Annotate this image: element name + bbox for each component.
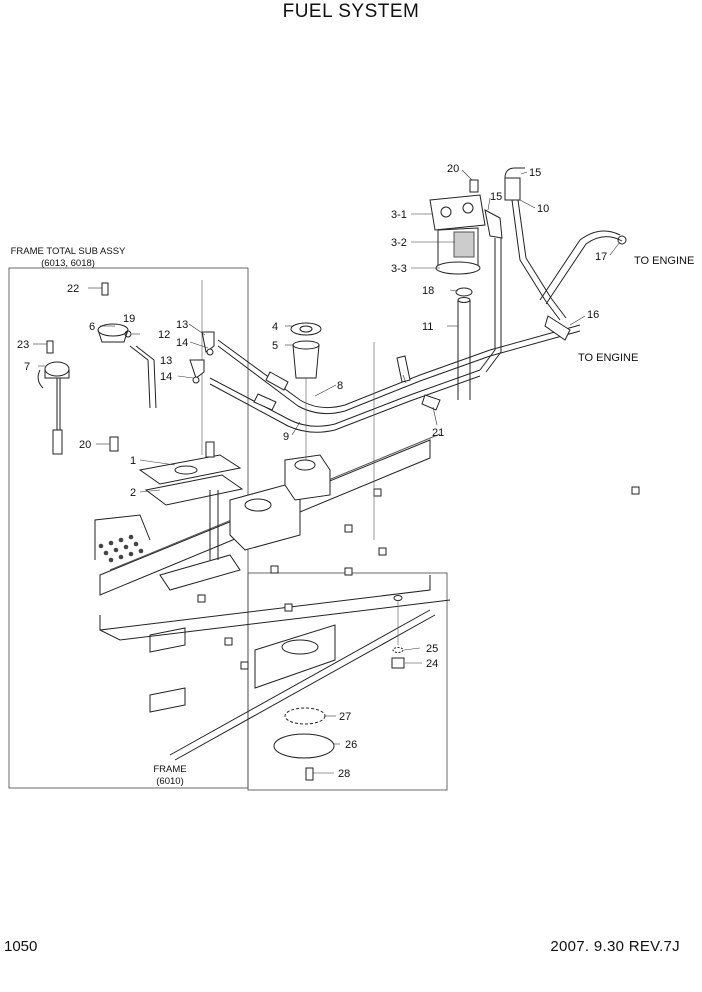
fuel-tank-plate (138, 280, 244, 560)
leader-lines (33, 169, 621, 774)
page-title: FUEL SYSTEM (282, 1, 420, 22)
callout: 11 (422, 321, 433, 333)
callout: 17 (595, 251, 607, 263)
callout: 26 (345, 739, 357, 751)
callout-numbers: 1 2 3-1 3-2 3-3 4 5 6 7 8 9 10 11 12 13 … (17, 163, 607, 780)
frame-label: FRAME (6010) (145, 764, 195, 788)
callout: 1 (130, 455, 136, 467)
callout: 20 (447, 163, 459, 175)
pipe-11 (455, 238, 502, 400)
cover-plate (273, 595, 405, 781)
callout: 18 (422, 285, 434, 297)
frame-total-sub-assy-line2: (6013, 6018) (41, 258, 95, 269)
callout: 19 (123, 313, 135, 325)
callout: 6 (89, 321, 95, 333)
callout: 27 (339, 711, 351, 723)
revision-date: 2007. 9.30 REV.7J (550, 938, 680, 955)
callout: 25 (426, 643, 438, 655)
level-sender (37, 361, 70, 455)
callout: 2 (130, 487, 136, 499)
to-engine-label: TO ENGINE (578, 352, 638, 364)
page-number: 1050 (4, 938, 38, 955)
frame-total-sub-assy-line1: FRAME TOTAL SUB ASSY (10, 246, 126, 257)
frame-total-sub-assy-label: FRAME TOTAL SUB ASSY (6013, 6018) (8, 246, 128, 270)
callout: 13 (160, 355, 172, 367)
callout: 21 (432, 427, 444, 439)
callout: 9 (283, 431, 289, 443)
callout: 16 (587, 309, 599, 321)
callout: 15 (490, 191, 502, 203)
callout: 15 (529, 167, 541, 179)
small-bolts (46, 282, 119, 452)
callout: 24 (426, 658, 438, 670)
callout: 3-3 (391, 263, 407, 275)
callout: 5 (272, 340, 278, 352)
fuel-lines (209, 324, 581, 433)
tank-brackets (229, 454, 331, 551)
breather-cap (97, 323, 157, 409)
bolt-21 (421, 394, 441, 411)
callout: 7 (24, 361, 30, 373)
frame-box (247, 572, 448, 791)
callout: 8 (337, 380, 343, 392)
callout: 13 (176, 319, 188, 331)
to-engine-label: TO ENGINE (634, 255, 694, 267)
callout: 14 (176, 337, 188, 349)
frame-line1: FRAME (153, 764, 187, 775)
hose-10 (511, 199, 627, 321)
callout: 4 (272, 321, 278, 333)
callout: 3-2 (391, 237, 407, 249)
callout: 23 (17, 339, 29, 351)
callout: 22 (67, 283, 79, 295)
frame-line2: (6010) (156, 776, 184, 787)
fuel-filter (429, 194, 486, 275)
top-fittings (469, 167, 525, 239)
callout: 20 (79, 439, 91, 451)
callout: 10 (537, 203, 549, 215)
callout: 14 (160, 371, 172, 383)
callout: 3-1 (391, 209, 407, 221)
fitting-16 (544, 315, 571, 341)
callout: 28 (338, 768, 350, 780)
frame-lower-rail (149, 609, 436, 761)
callout: 12 (158, 329, 170, 341)
clamp (396, 355, 411, 383)
strainer (290, 322, 322, 460)
